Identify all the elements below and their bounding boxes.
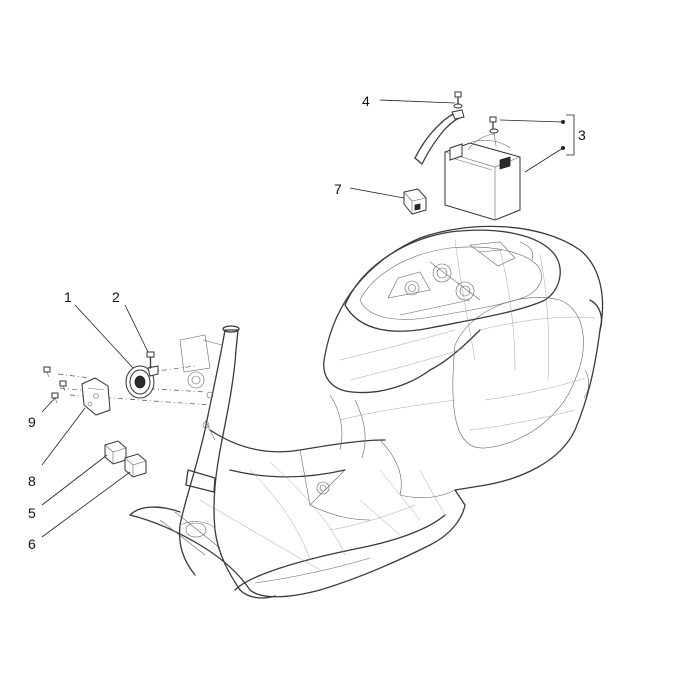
callout-4: 4 (362, 93, 370, 109)
relay-part-5 (104, 440, 127, 465)
callout-1: 1 (64, 289, 72, 305)
relay-part-6 (124, 453, 147, 478)
callout-labels: 1 2 3 4 5 6 7 8 9 (28, 93, 586, 552)
callout-6: 6 (28, 536, 36, 552)
callout-9: 9 (28, 414, 36, 430)
horn-bracket-part (81, 377, 111, 416)
callout-5: 5 (28, 505, 36, 521)
callout-8: 8 (28, 473, 36, 489)
battery-part (444, 116, 521, 221)
callout-7: 7 (334, 181, 342, 197)
callout-2: 2 (112, 289, 120, 305)
horn-part (125, 365, 159, 399)
bracket-screws-part (43, 366, 67, 404)
callout-3: 3 (578, 127, 586, 143)
scooter-frame (129, 225, 604, 599)
battery-strap-part (414, 91, 465, 165)
horn-bolt-part (146, 351, 155, 369)
leader-lines (41, 99, 575, 538)
electronic-module-part (403, 188, 427, 215)
